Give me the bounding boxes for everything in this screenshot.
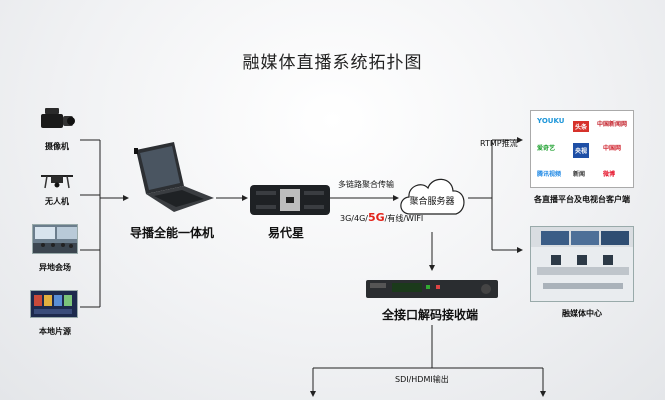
cloud-shape	[396, 168, 468, 228]
decoder-device	[366, 278, 498, 300]
page-title: 融媒体直播系统拓扑图	[242, 53, 423, 73]
logo-chinanews: 中国新闻网	[597, 121, 628, 128]
sdi-output-label: SDI/HDMI输出	[395, 375, 449, 384]
logo-weibo: 微博	[603, 171, 616, 178]
laptop-label: 导播全能一体机	[130, 226, 215, 240]
platform-label: 各直播平台及电视台客户端	[534, 195, 630, 204]
media-center-label: 融媒体中心	[562, 309, 602, 318]
network-prefix: 3G/4G/	[340, 214, 368, 223]
source-drone	[37, 170, 77, 192]
logo-chinanet: 中国网	[603, 145, 622, 152]
logo-youku: YOUKU	[537, 117, 565, 125]
cloud-label: 聚合服务器	[409, 197, 455, 207]
media-center-photo-icon	[531, 227, 633, 301]
logo-tencent: 腾讯视频	[537, 171, 562, 178]
source-label-local: 本地片源	[39, 327, 71, 336]
meeting-room-icon	[33, 225, 77, 253]
local-media-icon	[31, 291, 77, 317]
cloud-bottom-text: 3G/4G/5G/有线/WIFI	[340, 211, 423, 224]
drone-icon	[41, 175, 73, 189]
logo-toutiao: 头条	[573, 121, 590, 132]
source-camera	[37, 106, 77, 138]
cloud-icon	[400, 178, 465, 215]
camcorder-icon	[41, 108, 75, 128]
source-label-meeting: 异地会场	[39, 263, 71, 272]
laptop-device	[130, 140, 216, 220]
rack-decoder-icon	[366, 280, 498, 298]
network-suffix: /有线/WIFI	[384, 214, 424, 223]
decoder-label: 全接口解码接收端	[382, 308, 479, 322]
logo-iqiyi: 爱奇艺	[537, 145, 556, 152]
source-local	[30, 290, 78, 318]
cloud-top-text: 多链路聚合传输	[338, 180, 394, 189]
platform-logos-panel: YOUKU 头条 中国新闻网 爱奇艺 央视 中国网 腾讯视频 新闻 微博	[530, 110, 634, 188]
encoder-box-icon	[250, 185, 330, 215]
rugged-laptop-icon	[134, 142, 214, 212]
logo-cctv: 央视	[573, 143, 590, 158]
logo-news: 新闻	[573, 171, 586, 178]
source-meeting	[32, 224, 78, 254]
network-5g: 5G	[367, 211, 385, 224]
encoder-device	[250, 183, 330, 217]
source-label-drone: 无人机	[45, 197, 69, 206]
encoder-label: 易代星	[268, 226, 305, 240]
rtmp-label: RTMP推流	[480, 139, 518, 148]
source-label-camera: 摄像机	[45, 142, 69, 151]
media-center-image	[530, 226, 634, 302]
